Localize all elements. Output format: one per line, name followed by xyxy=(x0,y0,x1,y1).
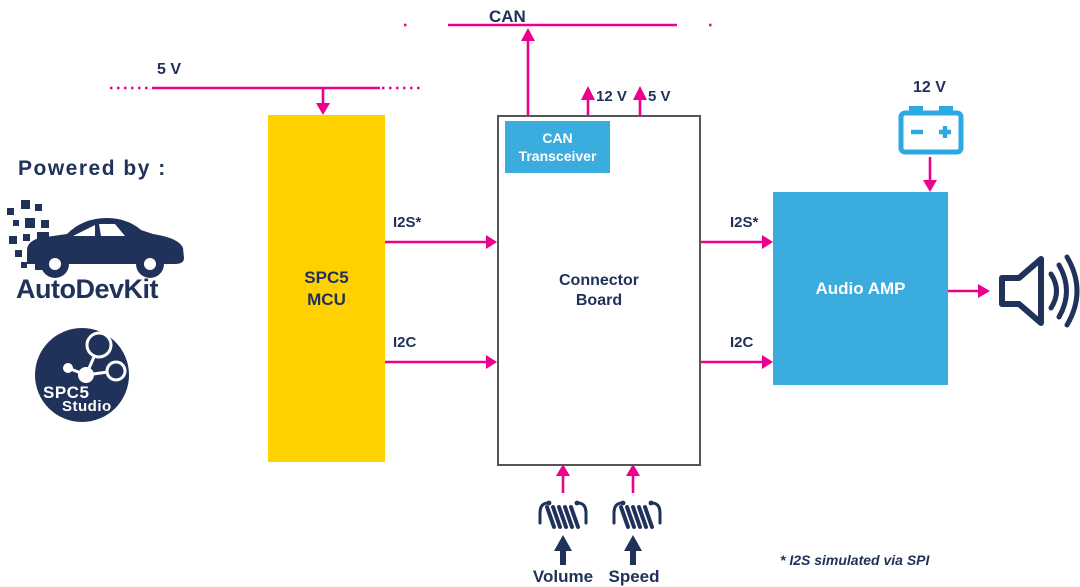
arrowhead-volume-up xyxy=(556,464,570,476)
speed-input-arrow xyxy=(624,535,642,565)
i2c-right-label: I2C xyxy=(730,334,754,351)
audio-amp-label: Audio AMP xyxy=(815,278,906,298)
molecule-icon xyxy=(63,331,127,383)
arrowhead-5v-to-mcu xyxy=(316,103,330,115)
arrowhead-i2s-left xyxy=(486,235,497,249)
block-spc5-mcu: SPC5 MCU xyxy=(268,115,385,462)
transceiver-label-line1: CAN xyxy=(542,129,573,146)
conn-5v-label: 5 V xyxy=(648,88,671,105)
battery-icon xyxy=(898,106,964,155)
rail-5v-label: 5 V xyxy=(157,61,182,78)
arrowhead-5v-up xyxy=(633,86,647,100)
arrowhead-battery-down xyxy=(923,180,937,192)
arrowhead-can-up xyxy=(521,28,535,41)
arrowhead-amp-out xyxy=(978,284,990,298)
can-bus-label: CAN xyxy=(489,7,526,26)
wire-can-bus xyxy=(404,23,716,115)
arrowhead-12v-up xyxy=(581,86,595,100)
arrowhead-i2s-right xyxy=(762,235,773,249)
autodevkit-car-icon xyxy=(7,200,184,278)
arrowhead-speed-up xyxy=(626,464,640,476)
i2c-left-label: I2C xyxy=(393,334,417,351)
battery-12v-label: 12 V xyxy=(913,79,946,96)
spc5studio-logo: SPC5 Studio xyxy=(35,328,129,422)
spc5studio-line2: Studio xyxy=(62,398,112,415)
powered-by-label: Powered by : xyxy=(18,157,167,180)
volume-label: Volume xyxy=(532,567,594,586)
connector-label-line2: Board xyxy=(575,291,623,309)
block-can-transceiver: CAN Transceiver xyxy=(505,121,610,173)
volume-input-arrow xyxy=(554,535,572,565)
wire-conn-power xyxy=(586,99,642,115)
autodevkit-label: AutoDevKit xyxy=(16,274,159,304)
block-connector-board: Connector Board xyxy=(497,115,701,466)
spc5studio-line1: SPC5 xyxy=(43,383,90,402)
connector-label-line1: Connector xyxy=(559,271,639,289)
volume-potentiometer-icon xyxy=(538,500,588,529)
speaker-icon xyxy=(999,254,1080,328)
arrowhead-i2c-right xyxy=(762,355,773,369)
block-audio-amp: Audio AMP xyxy=(773,192,948,385)
i2s-right-label: I2S* xyxy=(730,214,759,231)
mcu-label-line2: MCU xyxy=(307,289,346,309)
arrowhead-i2c-left xyxy=(486,355,497,369)
conn-12v-label: 12 V xyxy=(596,88,627,105)
i2s-left-label: I2S* xyxy=(393,214,422,231)
speed-potentiometer-icon xyxy=(612,500,662,529)
footnote: * I2S simulated via SPI xyxy=(780,552,930,568)
speed-label: Speed xyxy=(608,567,660,586)
mcu-label-line1: SPC5 xyxy=(304,268,349,288)
transceiver-label-line2: Transceiver xyxy=(518,148,597,164)
wire-5v-rail xyxy=(110,86,422,104)
